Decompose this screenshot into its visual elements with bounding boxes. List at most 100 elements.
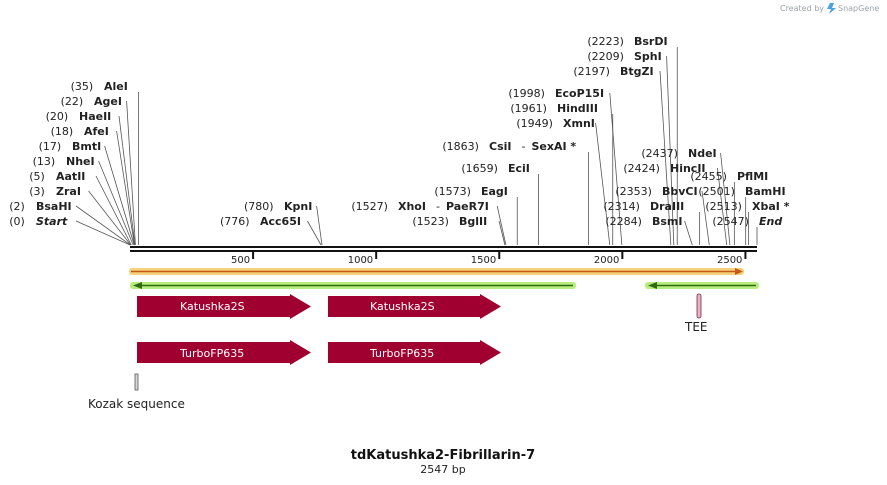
site-name: AleI: [104, 80, 128, 93]
site-label-xbai[interactable]: (2513)XbaI *: [705, 200, 789, 213]
site-name: Acc65I: [260, 215, 301, 228]
feature-kozak[interactable]: Kozak sequence: [88, 373, 185, 411]
site-name: CsiI: [489, 140, 511, 153]
site-labels: (2223) BsrDI (2209)SphI (2197)BtgZI (1998)Ec…: [9, 35, 790, 228]
orf-reverse-1[interactable]: [130, 282, 576, 289]
site-name: HindIII: [557, 102, 598, 115]
site-position: (1961): [510, 102, 547, 115]
site-name: NdeI: [688, 147, 717, 160]
site-name-extra: SexAI *: [531, 140, 576, 153]
ruler-tick-mark: [621, 252, 624, 259]
site-label-zrai[interactable]: (3)ZraI: [29, 185, 81, 198]
site-label-xhoi[interactable]: (1527)XhoI-PaeR7I: [351, 200, 488, 213]
site-position: (2209): [587, 50, 624, 63]
site-label-nhei[interactable]: (13)NheI: [33, 155, 95, 168]
ruler-tick-mark: [498, 252, 501, 259]
site-leader-line: [659, 70, 672, 246]
site-name: AatII: [56, 170, 85, 183]
site-label-bsrdi[interactable]: (2223) BsrDI: [587, 35, 667, 48]
site-name: EcoP15I: [555, 87, 604, 100]
site-label-sphi[interactable]: (2209)SphI: [587, 50, 661, 63]
site-position: (22): [61, 95, 84, 108]
site-label-bsahi[interactable]: (2)BsaHI: [9, 200, 71, 213]
site-label-draiii[interactable]: (2314)DraIII: [603, 200, 684, 213]
site-label-agei[interactable]: (22) AgeI: [61, 95, 122, 108]
credit-text: Created by: [780, 4, 824, 13]
site-name: AfeI: [84, 125, 109, 138]
site-label-ecii[interactable]: (1659)EciI: [461, 162, 530, 175]
site-leader-line: [75, 205, 131, 246]
site-leader-line: [496, 205, 507, 246]
site-label-kpni[interactable]: (780)KpnI: [244, 200, 312, 213]
site-label-pflmi[interactable]: (2455)PflMI: [690, 170, 768, 183]
site-name: BbvCI: [662, 185, 698, 198]
site-label-bsmi[interactable]: (2284)BsmI: [605, 215, 682, 228]
site-label-xmni[interactable]: (1949) XmnI: [516, 117, 594, 130]
site-label-start[interactable]: (0)Start: [9, 215, 68, 228]
site-leader-line: [118, 115, 136, 246]
site-position: (18): [51, 125, 74, 138]
plasmid-name: tdKatushka2-Fibrillarin-7: [351, 448, 535, 463]
site-name: XmnI: [563, 117, 595, 130]
site-label-bamhi[interactable]: (2501) BamHI: [698, 185, 785, 198]
site-leader-line: [720, 152, 731, 246]
site-label-hindiii[interactable]: (1961) HindIII: [510, 102, 598, 115]
site-position: (2223): [587, 35, 624, 48]
site-leader-line: [701, 190, 710, 246]
site-position: (2501): [698, 185, 735, 198]
site-leader-line: [88, 190, 132, 246]
site-label-bglii[interactable]: (1523)BglII: [412, 215, 487, 228]
ruler-tick-mark: [375, 252, 378, 259]
site-name: BsmI: [652, 215, 683, 228]
ruler-tick-label: 2000: [594, 255, 619, 266]
site-name: BsaHI: [36, 200, 72, 213]
site-position: (0): [9, 215, 25, 228]
site-leader-line: [609, 92, 623, 246]
feature-turbofp635-1[interactable]: TurboFP635: [137, 340, 311, 365]
feature-katushka2s-1[interactable]: Katushka2S: [137, 294, 311, 319]
site-position: (1949): [516, 117, 553, 130]
site-label-ecop15i[interactable]: (1998)EcoP15I: [508, 87, 604, 100]
site-label-alei[interactable]: (35)AleI: [71, 80, 128, 93]
site-position: (2314): [603, 200, 640, 213]
site-name: HaeII: [79, 110, 111, 123]
site-position: (2513): [705, 200, 742, 213]
site-position: (2197): [573, 65, 610, 78]
site-leader-line: [717, 167, 728, 246]
site-name: NheI: [66, 155, 95, 168]
feature-turbofp635-2[interactable]: TurboFP635: [328, 340, 501, 365]
site-name: ZraI: [56, 185, 81, 198]
site-name: BsrDI: [634, 35, 668, 48]
site-leader-line: [666, 55, 675, 246]
feature-label: Katushka2S: [370, 300, 435, 313]
site-label-bbvci[interactable]: (2353)BbvCI: [615, 185, 697, 198]
orf-forward[interactable]: [129, 268, 744, 275]
feature-katushka2s-2[interactable]: Katushka2S: [328, 294, 501, 319]
site-leader-line: [684, 220, 693, 246]
site-name: KpnI: [284, 200, 312, 213]
orf-reverse-2[interactable]: [645, 282, 759, 289]
site-name: EciI: [508, 162, 530, 175]
site-position: (776): [220, 215, 250, 228]
site-label-ndei[interactable]: (2437) NdeI: [641, 147, 716, 160]
site-label-btgzi[interactable]: (2197)BtgZI: [573, 65, 653, 78]
site-label-afei[interactable]: (18) AfeI: [51, 125, 109, 138]
site-label-bmti[interactable]: (17)BmtI: [39, 140, 102, 153]
site-leader-line: [595, 122, 611, 246]
site-name: BamHI: [745, 185, 786, 198]
site-name: AgeI: [94, 95, 122, 108]
feature-label: TurboFP635: [179, 347, 244, 360]
feature-tee[interactable]: TEE: [684, 293, 708, 334]
site-label-end[interactable]: (2547)End: [712, 215, 782, 228]
site-label-csii[interactable]: (1863)CsiI-SexAI *: [442, 140, 576, 153]
site-label-hincii[interactable]: (2424)HincII: [623, 162, 705, 175]
site-position: (2437): [641, 147, 678, 160]
site-position: (5): [29, 170, 45, 183]
site-position: (1863): [442, 140, 479, 153]
site-label-eagi[interactable]: (1573)EagI: [434, 185, 508, 198]
site-label-acc65i[interactable]: (776) Acc65I: [220, 215, 301, 228]
site-label-haeii[interactable]: (20)HaeII: [46, 110, 112, 123]
site-label-aatii[interactable]: (5) AatII: [29, 170, 85, 183]
ruler-tick-label: 1500: [471, 255, 496, 266]
snapgene-logo-icon: [827, 3, 836, 14]
